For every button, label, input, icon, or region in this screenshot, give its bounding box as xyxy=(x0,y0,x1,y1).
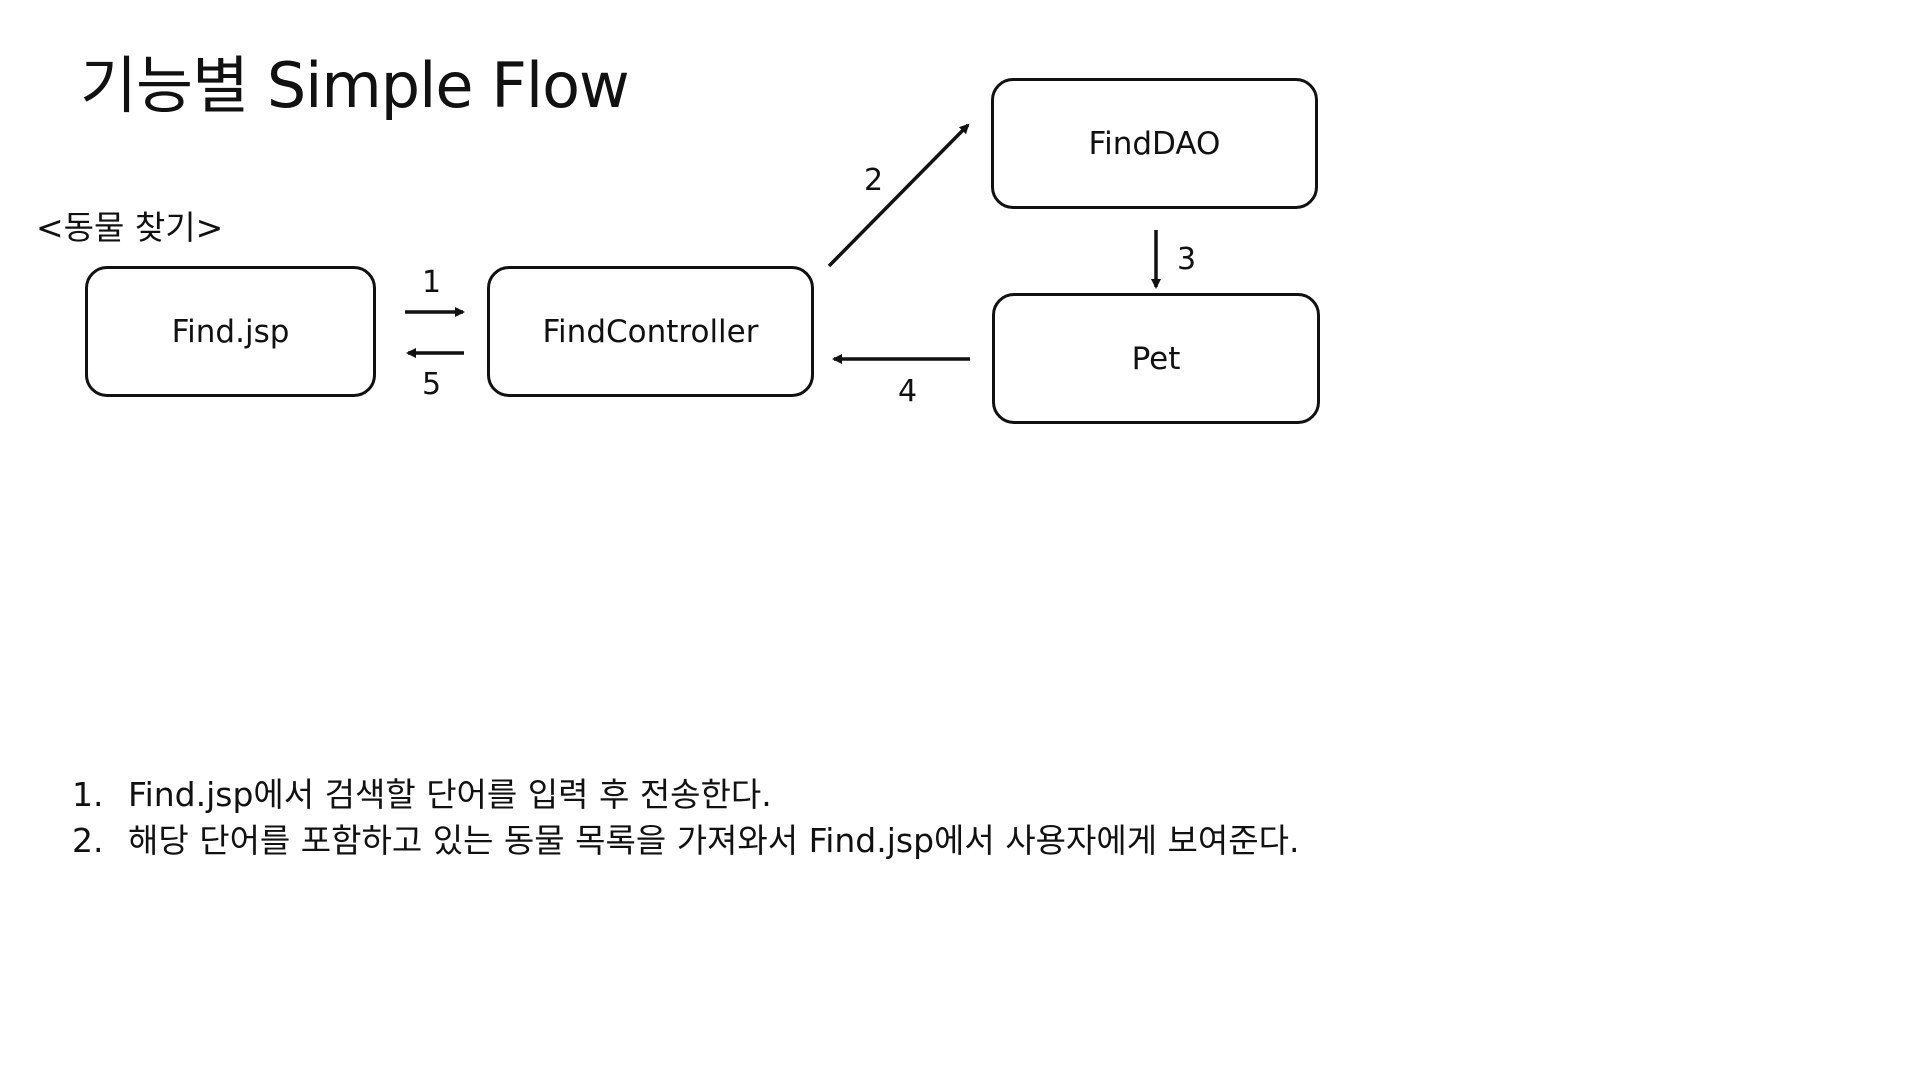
node-find-dao-label: FindDAO xyxy=(1088,125,1221,162)
node-pet: Pet xyxy=(992,293,1320,424)
list-item-number: 2. xyxy=(72,821,104,860)
list-item: 1. Find.jsp에서 검색할 단어를 입력 후 전송한다. xyxy=(72,772,1299,818)
node-find-jsp-label: Find.jsp xyxy=(171,313,290,350)
description-list: 1. Find.jsp에서 검색할 단어를 입력 후 전송한다. 2. 해당 단… xyxy=(72,772,1299,864)
arrow-step-2 xyxy=(827,123,970,268)
section-label: <동물 찾기> xyxy=(36,208,224,247)
list-item-text: Find.jsp에서 검색할 단어를 입력 후 전송한다. xyxy=(128,775,772,814)
step-label-5: 5 xyxy=(422,367,442,402)
node-find-controller: FindController xyxy=(487,266,814,397)
node-find-controller-label: FindController xyxy=(542,313,759,350)
list-item: 2. 해당 단어를 포함하고 있는 동물 목록을 가져와서 Find.jsp에서… xyxy=(72,818,1299,864)
node-pet-label: Pet xyxy=(1131,340,1181,377)
node-find-dao: FindDAO xyxy=(991,78,1318,209)
step-label-2: 2 xyxy=(864,163,884,198)
step-label-1: 1 xyxy=(422,265,442,300)
list-item-text: 해당 단어를 포함하고 있는 동물 목록을 가져와서 Find.jsp에서 사용… xyxy=(128,821,1300,860)
step-label-4: 4 xyxy=(898,374,918,409)
step-label-3: 3 xyxy=(1177,242,1197,277)
node-find-jsp: Find.jsp xyxy=(85,266,376,397)
page-title: 기능별 Simple Flow xyxy=(80,49,630,122)
list-item-number: 1. xyxy=(72,775,104,814)
